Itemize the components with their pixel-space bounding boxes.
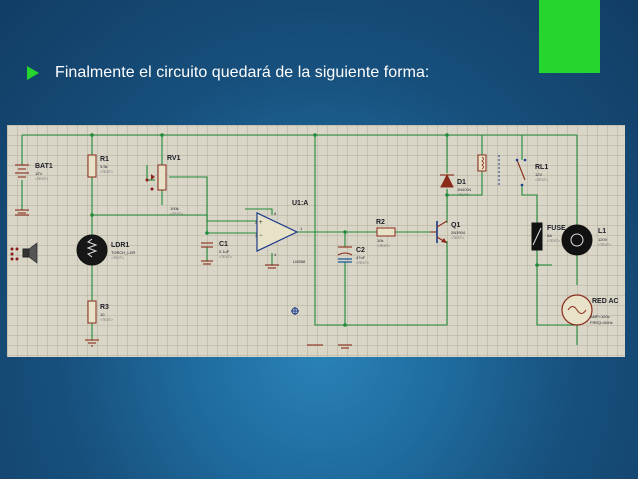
crosshair-cursor-icon xyxy=(291,307,299,315)
capacitor-c2: C2 47uF <TEXT> xyxy=(337,246,369,349)
diode-d1: D1 1N4004 <TEXT> xyxy=(440,173,472,197)
opamp-u1a: + − U1:A LM358 2 3 1 8 4 xyxy=(255,200,308,269)
arrow-bullet-icon xyxy=(27,66,39,80)
c1-ref: C1 xyxy=(219,241,228,248)
r1-value: 3.9k xyxy=(100,164,108,169)
r3-text: <TEXT> xyxy=(100,318,113,322)
d1-text: <TEXT> xyxy=(457,193,470,197)
r1-text: <TEXT> xyxy=(100,170,113,174)
resistor-r3: R3 10 <TEXT> xyxy=(85,300,113,347)
u1a-pin4: 4 xyxy=(274,252,277,257)
u1a-value: LM358 xyxy=(293,259,306,264)
r2-ref: R2 xyxy=(376,219,385,226)
speaker-icon xyxy=(10,242,38,264)
c2-value: 47uF xyxy=(356,255,366,260)
rv1-ref: RV1 xyxy=(167,155,181,162)
wires xyxy=(21,134,578,345)
bat1-ref: BAT1 xyxy=(35,163,53,170)
u1a-pin2: 2 xyxy=(255,220,258,225)
junctions xyxy=(90,133,539,327)
fuse-ref: FUSE xyxy=(547,225,566,232)
c1-value: 0.1uF xyxy=(219,249,230,254)
c2-text: <TEXT> xyxy=(356,261,369,265)
u1a-pin3: 3 xyxy=(255,233,258,238)
bat1-value: 12V xyxy=(35,171,42,176)
schematic-drawing: BAT1 12V <TEXT> R1 3.9k <TEXT> xyxy=(10,133,619,349)
ldr1-value: TORCH_LDR xyxy=(111,250,135,255)
q1-value: 2N3904 xyxy=(451,230,466,235)
u1a-pin1: 1 xyxy=(300,226,303,231)
l1-value: 120V xyxy=(598,237,608,242)
r2-value: 10k xyxy=(377,238,383,243)
u1a-pin8: 8 xyxy=(274,211,277,216)
ldr1-ref: LDR1 xyxy=(111,242,129,249)
fuse-text: <TEXT> xyxy=(547,239,560,243)
rl1-value: 12V xyxy=(535,172,542,177)
battery-bat1: BAT1 12V <TEXT> xyxy=(15,163,53,214)
fuse: FUSE 5A <TEXT> xyxy=(531,222,566,251)
ac-source-red-ac: RED AC AMP=120v FREQ=60Hz xyxy=(561,294,619,326)
r1-ref: R1 xyxy=(100,156,109,163)
d1-ref: D1 xyxy=(457,179,466,186)
fuse-value: 5A xyxy=(547,233,552,238)
d1-value: 1N4004 xyxy=(457,187,472,192)
rl1-ref: RL1 xyxy=(535,164,548,171)
r3-value: 10 xyxy=(100,312,105,317)
rv1-text: <TEXT> xyxy=(170,212,183,216)
resistor-r2: R2 10k <TEXT> xyxy=(376,219,396,248)
circuit-schematic: BAT1 12V <TEXT> R1 3.9k <TEXT> xyxy=(7,125,625,357)
transistor-q1: Q1 2N3904 <TEXT> xyxy=(430,220,466,244)
rl1-text: <TEXT> xyxy=(535,178,548,182)
relay-rl1: RL1 12V <TEXT> xyxy=(477,154,548,187)
l1-ref: L1 xyxy=(598,228,606,235)
lamp-l1: L1 120V <TEXT> xyxy=(561,224,611,256)
accent-bar xyxy=(539,0,600,73)
r2-text: <TEXT> xyxy=(377,244,390,248)
u1a-ref: U1:A xyxy=(292,200,308,207)
rv1-value: 100k xyxy=(170,206,179,211)
bullet-point: Finalmente el circuito quedará de la sig… xyxy=(26,61,526,85)
q1-ref: Q1 xyxy=(451,222,460,229)
redac-ref: RED AC xyxy=(592,298,619,305)
redac-amp: AMP=120v xyxy=(590,314,610,319)
ldr1-text: <TEXT> xyxy=(111,256,124,260)
q1-text: <TEXT> xyxy=(451,236,464,240)
potentiometer-rv1: RV1 100k <TEXT> xyxy=(145,155,183,216)
bat1-text: <TEXT> xyxy=(35,177,48,181)
redac-freq: FREQ=60Hz xyxy=(590,320,613,325)
grounds xyxy=(15,214,323,346)
ldr-ldr1: LDR1 TORCH_LDR <TEXT> xyxy=(76,234,135,266)
bullet-text: Finalmente el circuito quedará de la sig… xyxy=(55,64,430,81)
svg-text:−: − xyxy=(259,233,263,239)
c1-text: <TEXT> xyxy=(219,255,232,259)
svg-text:+: + xyxy=(259,220,263,226)
capacitor-c1: C1 0.1uF <TEXT> xyxy=(201,241,232,265)
l1-text: <TEXT> xyxy=(598,243,611,247)
r3-ref: R3 xyxy=(100,304,109,311)
c2-ref: C2 xyxy=(356,247,365,254)
resistor-r1: R1 3.9k <TEXT> xyxy=(87,154,113,178)
